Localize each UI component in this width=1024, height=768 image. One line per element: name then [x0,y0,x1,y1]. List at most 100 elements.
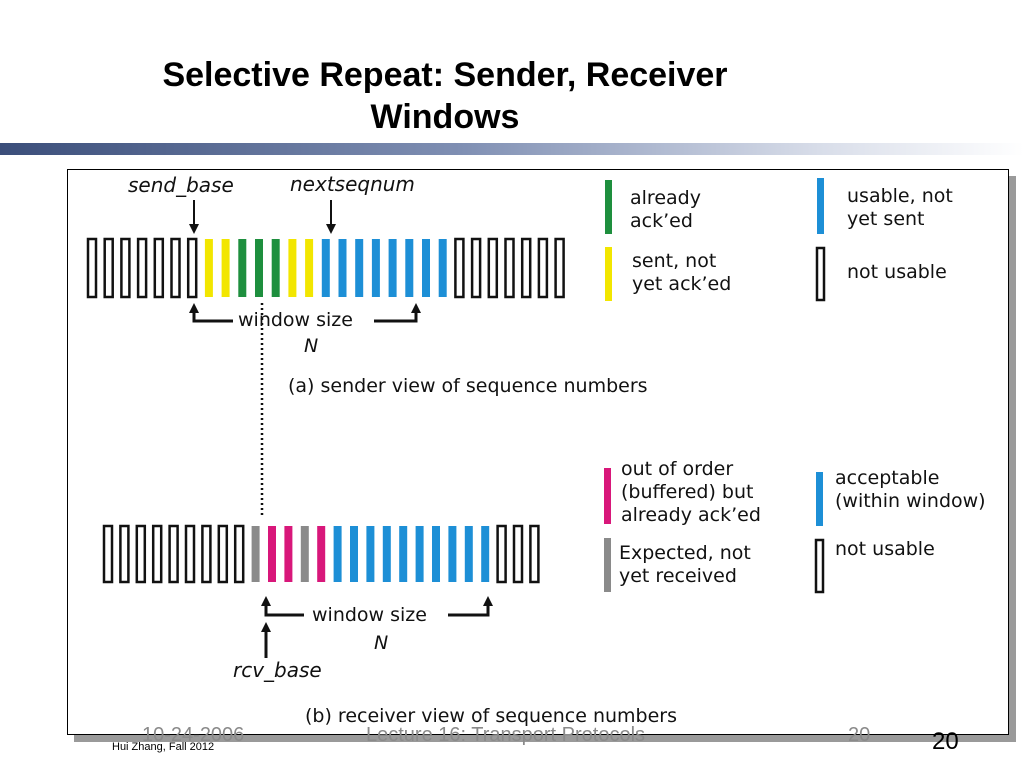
legend-out-of-order-line2: (buffered) but [621,481,753,503]
sender-slot-not-usable [454,237,465,299]
sender-slot-not-usable [170,237,181,299]
sender-slot-sent [288,239,297,297]
footer-lecture-ghost: Lecture 16: Transport Protocols [366,724,646,746]
legend-sent-line1: sent, not [632,250,716,272]
legend-acceptable-line1: acceptable [835,467,939,489]
sender-slot-usable [321,239,330,297]
legend-receiver-not-usable-label: not usable [835,538,935,560]
receiver-slot-usable [399,526,408,582]
legend-expected-line1: Expected, not [619,542,751,564]
receiver-slot-not-usable [529,524,540,584]
title-line-2: Windows [370,98,520,136]
sender-slot-usable [388,239,397,297]
receiver-slot-not-usable [102,524,114,584]
sender-window-size-label: window size [238,309,353,331]
nextseqnum-label: nextseqnum [290,172,415,196]
receiver-window-right-arrow [448,596,493,617]
selective-repeat-figure: send_base nextseqnum window size N (a) s… [67,169,1009,735]
sender-slot-not-usable [86,237,98,299]
receiver-slot-expected [300,526,309,582]
title-line-1: Selective Repeat: Sender, Receiver [162,56,728,94]
figure-canvas: send_base nextseqnum window size N (a) s… [86,172,986,727]
legend-out-of-order-swatch [604,468,611,524]
sender-slot-sent [305,239,314,297]
receiver-slot-usable [350,526,358,582]
legend-not-usable-label: not usable [847,261,947,283]
sender-window-left-arrow [189,303,233,323]
footer-author: Hui Zhang, Fall 2012 [112,741,215,753]
legend-not-usable-swatch [815,246,826,302]
receiver-slot-usable [382,526,391,582]
sender-slot-usable [338,239,347,297]
legend-usable-swatch [817,178,824,234]
sender-slot-not-usable [487,237,499,299]
receiver-slot-out-of-order [317,526,326,582]
receiver-slot-not-usable [119,524,130,584]
receiver-slot-usable [448,526,457,582]
title-divider-bar [0,143,1024,155]
sender-slot-usable [438,239,447,297]
sender-slot-not-usable [120,237,131,299]
legend-sent-swatch [605,247,612,301]
legend-acked-line2: ack’ed [630,210,693,232]
legend-out-of-order-line3: already ack’ed [621,504,761,526]
legend-expected-swatch [604,538,611,592]
receiver-slot-usable [415,526,424,582]
sender-slot-usable [422,239,430,297]
receiver-slot-not-usable [217,524,229,584]
sender-slot-not-usable [554,237,565,299]
sender-slot-usable [405,239,414,297]
receiver-slot-not-usable [151,524,163,584]
sender-slot-not-usable [153,237,165,299]
legend-usable-line2: yet sent [847,208,925,230]
receiver-slot-out-of-order [284,526,293,582]
sender-slot-sent [221,239,230,297]
receiver-window-size-label: window size [312,604,427,626]
sender-slot-usable [355,239,364,297]
receiver-slot-not-usable [184,524,196,584]
sender-window-right-arrow [374,303,421,323]
sender-sequence-row [86,237,565,299]
sender-slot-not-usable [504,237,515,299]
sender-slot-not-usable [470,237,482,299]
receiver-slot-usable [333,526,342,582]
sender-slot-not-usable [186,237,198,299]
receiver-slot-usable [366,526,375,582]
legend-acked-line1: already [630,187,701,209]
legend-acceptable-swatch [816,472,823,526]
sender-slot-not-usable [520,237,532,299]
receiver-slot-not-usable [201,524,212,584]
receiver-slot-usable [432,526,440,582]
page-number: 20 [932,728,959,755]
legend-sent-line2: yet ack’ed [632,273,731,295]
sender-slot-not-usable [103,237,114,299]
receiver-slot-out-of-order [268,526,276,582]
receiver-slot-usable [481,526,490,582]
legend-expected-line2: yet received [619,565,737,587]
send-base-label: send_base [128,173,234,197]
sender-slot-not-usable [136,237,148,299]
receiver-slot-not-usable [496,524,507,584]
receiver-slot-usable [464,526,473,582]
receiver-caption: (b) receiver view of sequence numbers [305,705,677,727]
rcv-base-label: rcv_base [233,658,322,682]
legend-acceptable-line2: (within window) [835,490,986,512]
sender-slot-acked [238,239,247,297]
sender-slot-sent [204,239,213,297]
legend-out-of-order-line1: out of order [621,458,733,480]
sender-caption: (a) sender view of sequence numbers [288,375,648,397]
slide-title: Selective Repeat: Sender, Receiver Windo… [80,54,810,138]
footer-date-ghost: 10-24-2006 [142,724,245,746]
legend-usable-line1: usable, not [847,185,953,207]
sender-slot-acked [255,239,263,297]
sender-slot-not-usable [537,237,549,299]
sender-n-label: N [304,335,318,357]
receiver-window-left-arrow [261,596,304,617]
receiver-slot-not-usable [135,524,147,584]
footer-page-ghost: 20 [848,724,871,746]
receiver-sequence-row [102,524,540,584]
receiver-slot-not-usable [233,524,245,584]
receiver-slot-expected [251,526,260,582]
sender-slot-usable [371,239,380,297]
receiver-slot-not-usable [512,524,524,584]
